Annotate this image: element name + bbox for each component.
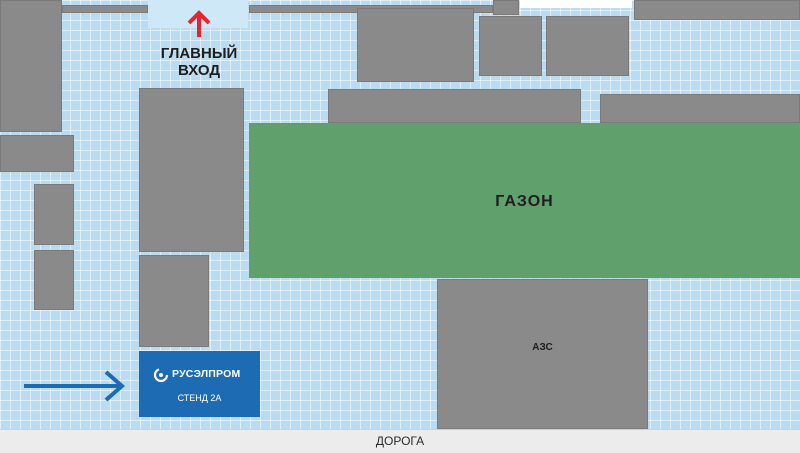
building-top-square-2	[546, 16, 629, 76]
building-top-right	[634, 0, 800, 20]
building-top-strip-left	[62, 5, 148, 13]
gas-station-label: АЗС	[532, 342, 553, 353]
arrow-up-icon	[187, 10, 211, 37]
arrow-right-icon	[24, 370, 126, 402]
road: ДОРОГА	[0, 429, 800, 453]
building-top-center	[357, 8, 474, 82]
top-gap	[520, 0, 632, 8]
building-top-square-1	[479, 16, 542, 76]
building-left-small-1	[34, 184, 74, 245]
building-above-lawn-left	[328, 89, 581, 123]
building-left-small-2	[34, 250, 74, 310]
building-above-lawn-right	[600, 94, 800, 123]
building-center-left-tall	[139, 88, 244, 252]
lawn-label: ГАЗОН	[495, 193, 554, 210]
building-left-mid	[0, 135, 74, 172]
main-entrance-label-line1: ГЛАВНЫЙ	[160, 45, 238, 62]
stand-label: СТЕНД 2А	[177, 393, 222, 403]
building-center-left-lower	[139, 255, 209, 347]
building-top-small	[493, 0, 519, 15]
gas-station-building	[437, 279, 648, 429]
main-entrance-label-line2: ВХОД	[177, 62, 221, 80]
stand-2a[interactable]: РУСЭЛПРОМ СТЕНД 2А	[139, 351, 260, 417]
ruselprom-logo-icon	[153, 367, 169, 383]
road-label: ДОРОГА	[375, 434, 425, 448]
building-left-top	[0, 0, 62, 132]
brand-name: РУСЭЛПРОМ	[172, 368, 241, 380]
main-entrance-label: ГЛАВНЫЙ ВХОД	[130, 45, 268, 80]
lawn-area	[249, 123, 800, 278]
